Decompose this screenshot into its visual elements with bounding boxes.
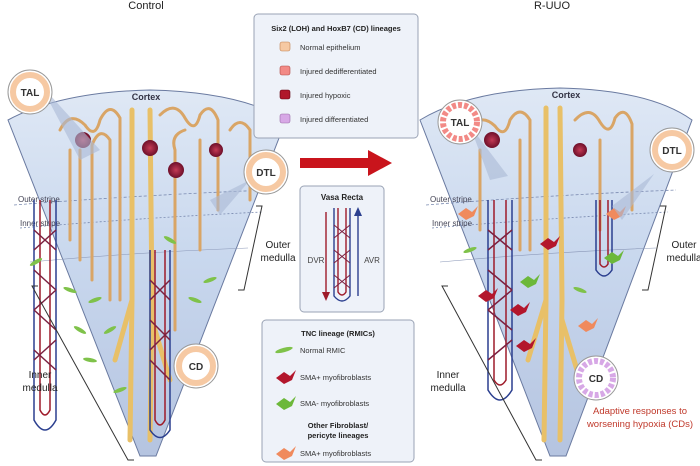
tal-label-control: TAL — [21, 88, 40, 99]
legend-label-injured-dedifferentiated: Injured dedifferentiated — [300, 67, 377, 76]
callout-cd-ruuo: CD — [573, 355, 619, 401]
legend-swatch-injured-dedifferentiated — [279, 65, 291, 76]
legend-label-normal-rmic: Normal RMIC — [300, 346, 346, 355]
dvr-label: DVR — [308, 256, 325, 265]
legend-swatch-other-sma-pos-myofibroblast — [276, 446, 296, 460]
legend-label-other-sma-pos-myofibroblast: SMA+ myofibroblasts — [300, 449, 371, 458]
adaptive-note-1: Adaptive responses to — [593, 406, 687, 417]
legend-swatch-normal-rmic — [275, 346, 293, 354]
other-lineage-title-1: Other Fibroblast/ — [308, 421, 369, 430]
callout-dtl-control: DTL — [210, 149, 289, 215]
label-outer-stripe-control: Outer stripe — [18, 195, 60, 204]
lineage-legend-panel: Six2 (LOH) and HoxB7 (CD) lineages Norma… — [253, 13, 419, 139]
tal-label-ruuo: TAL — [451, 118, 470, 129]
label-outer-medulla-ruuo-1: Outer — [671, 240, 697, 251]
bracket-outer-medulla-control — [238, 205, 263, 291]
progression-arrow — [300, 150, 392, 176]
dtl-label-ruuo: DTL — [662, 146, 681, 157]
label-outer-medulla-control-1: Outer — [265, 240, 291, 251]
dtl-label-control: DTL — [256, 168, 275, 179]
title-ruuo: R-UUO — [534, 0, 570, 12]
label-inner-medulla-control-1: Inner — [29, 370, 52, 381]
glomeruli-ruuo — [484, 132, 587, 157]
legend-swatch-normal-epithelium — [279, 41, 291, 52]
legend-label-injured-differentiated: Injured differentiated — [300, 115, 368, 124]
label-cortex-control: Cortex — [132, 92, 161, 102]
other-lineage-title-2: pericyte lineages — [308, 431, 369, 440]
legend-label-normal-epithelium: Normal epithelium — [300, 43, 360, 52]
dvr-arrow — [322, 212, 330, 301]
legend-swatch-injured-differentiated — [279, 113, 291, 124]
callout-cd-control: CD — [173, 343, 219, 389]
legend-swatch-sma-pos-myofibroblast — [276, 370, 296, 384]
lineage-legend-title: Six2 (LOH) and HoxB7 (CD) lineages — [271, 24, 401, 33]
vasa-recta-panel: Vasa Recta DVR AVR — [299, 185, 385, 313]
title-control: Control — [128, 0, 163, 12]
vasa-recta-bundle-control — [33, 200, 171, 439]
rmic-cells-control — [29, 236, 217, 394]
legend-label-injured-hypoxic: Injured hypoxic — [300, 91, 351, 100]
legend-label-sma-neg-myofibroblast: SMA- myofibroblasts — [300, 399, 369, 408]
label-outer-medulla-control-2: medulla — [260, 253, 295, 264]
bracket-inner-medulla-control — [31, 285, 134, 461]
label-inner-medulla-ruuo-2: medulla — [430, 383, 465, 394]
callout-dtl-ruuo: DTL — [612, 127, 695, 220]
bracket-outer-medulla-ruuo — [642, 205, 667, 291]
legend-swatch-injured-hypoxic — [279, 89, 291, 100]
adaptive-note-2: worsening hypoxia (CDs) — [586, 419, 693, 430]
vasa-recta-bundle-ruuo — [487, 200, 613, 401]
callout-tal-control: TAL — [7, 69, 100, 160]
avr-arrow — [354, 207, 362, 296]
bracket-inner-medulla-ruuo — [441, 285, 542, 461]
legend-label-sma-pos-myofibroblast: SMA+ myofibroblasts — [300, 373, 371, 382]
label-inner-medulla-control-2: medulla — [22, 383, 57, 394]
cd-label-ruuo: CD — [589, 374, 603, 385]
tnc-legend-panel: TNC lineage (RMICs) Normal RMIC SMA+ myo… — [261, 319, 415, 463]
label-inner-medulla-ruuo-1: Inner — [437, 370, 460, 381]
vasa-recta-title: Vasa Recta — [321, 193, 364, 202]
callout-tal-ruuo: TAL — [437, 99, 508, 180]
cd-label-control: CD — [189, 362, 203, 373]
label-cortex-ruuo: Cortex — [552, 90, 581, 100]
label-outer-medulla-ruuo-2: medulla — [666, 253, 700, 264]
tnc-legend-title: TNC lineage (RMICs) — [301, 329, 375, 338]
vasa-recta-schematic — [333, 208, 351, 302]
label-outer-stripe-ruuo: Outer stripe — [430, 195, 472, 204]
avr-label: AVR — [364, 256, 380, 265]
legend-swatch-sma-neg-myofibroblast — [276, 396, 296, 410]
label-inner-stripe-ruuo: Inner stripe — [432, 219, 473, 228]
